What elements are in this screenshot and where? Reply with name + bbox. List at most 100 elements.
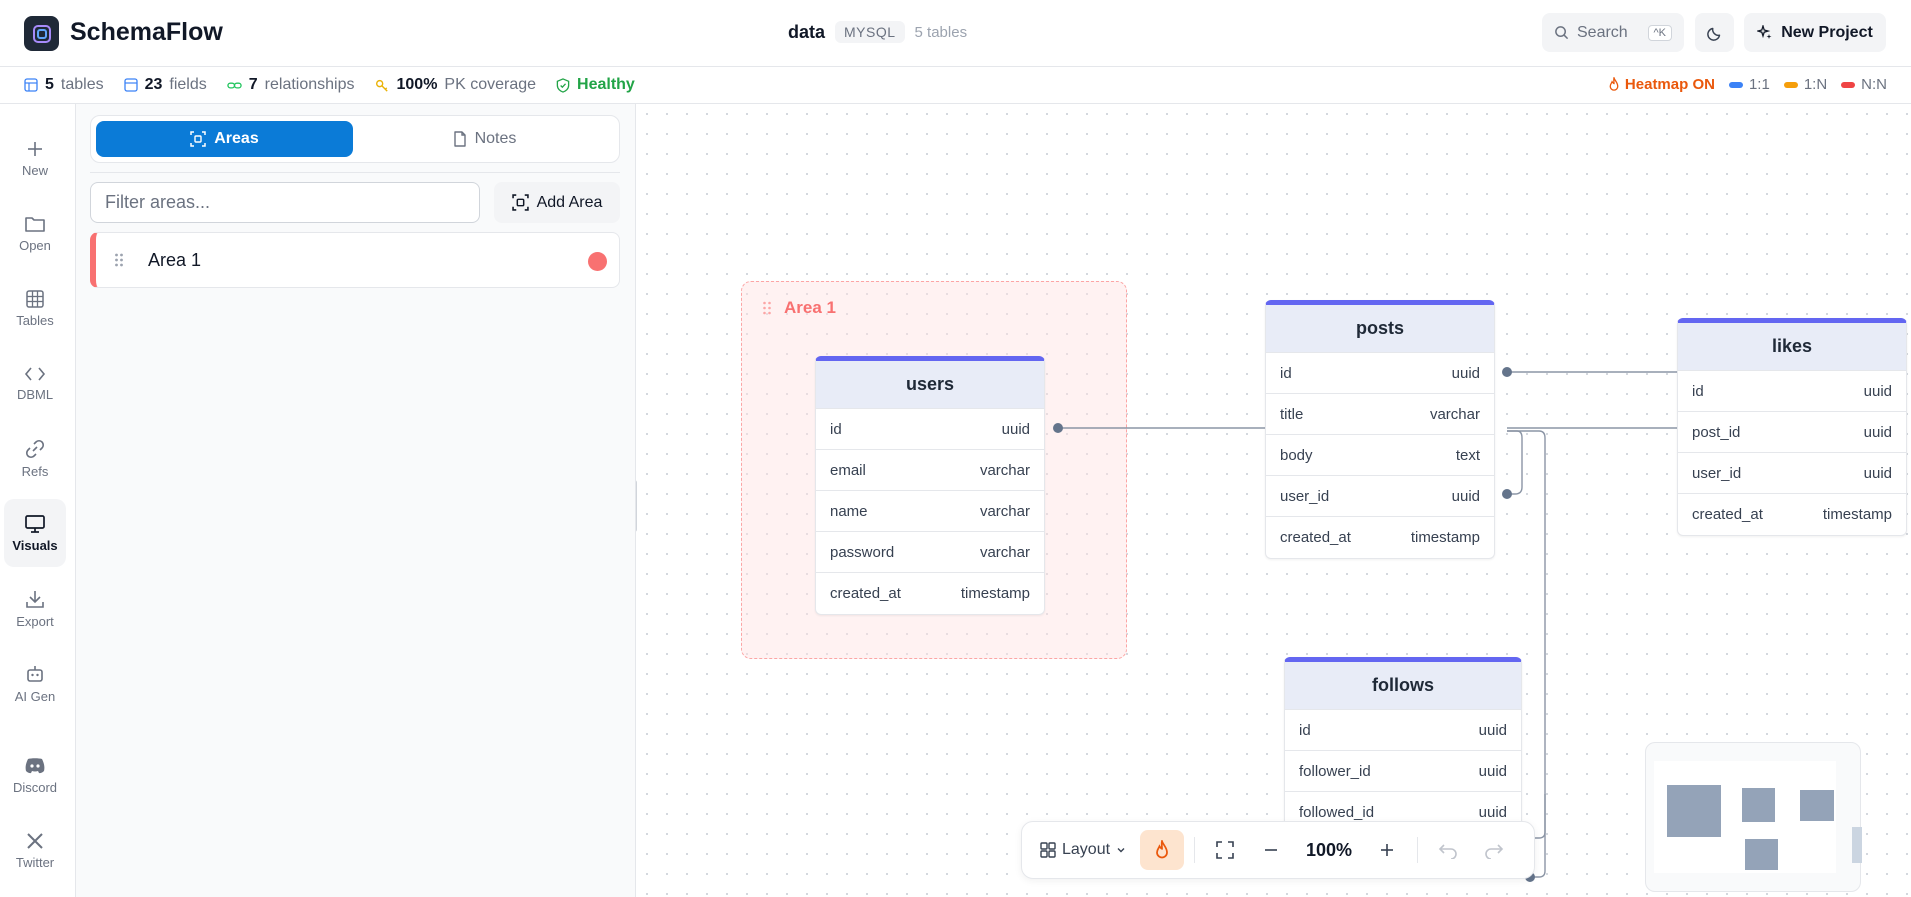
fit-view-button[interactable] <box>1205 830 1245 870</box>
heatmap-toggle-button[interactable] <box>1140 830 1185 870</box>
stat-tables-label: tables <box>60 76 104 93</box>
project-name[interactable]: data <box>788 21 826 42</box>
rail-label-twitter: Twitter <box>15 854 55 870</box>
field-name: body <box>1280 446 1313 464</box>
heatmap-status[interactable]: Heatmap ON <box>1608 76 1715 93</box>
legend-item-1-1: 1:1 <box>1728 76 1770 93</box>
minimap-viewport[interactable] <box>1654 761 1836 873</box>
heatmap-label: Heatmap ON <box>1624 76 1715 93</box>
redo-button[interactable] <box>1474 830 1514 870</box>
discord-icon <box>25 757 45 773</box>
redo-icon <box>1485 844 1504 859</box>
flame-icon <box>1156 840 1168 859</box>
field-type: uuid <box>1863 382 1892 400</box>
monitor-icon <box>25 514 45 533</box>
code-icon <box>24 366 46 381</box>
rail-label-ai-gen: AI Gen <box>14 688 56 704</box>
field-type: varchar <box>1429 405 1480 423</box>
legend-item-1-n: 1:N <box>1783 76 1827 93</box>
rail-item-visuals[interactable]: Visuals <box>4 499 66 567</box>
robot-icon <box>27 665 43 682</box>
grid-icon <box>26 289 44 308</box>
minimap[interactable] <box>1645 742 1862 892</box>
legend-swatch-n-n <box>1841 81 1856 88</box>
stat-relationships: 7 relationships <box>227 76 355 94</box>
zoom-level[interactable]: 100% <box>1306 839 1353 860</box>
table-name[interactable]: users <box>816 361 1044 409</box>
rail-item-export[interactable]: Export <box>4 574 66 642</box>
table-name[interactable]: posts <box>1266 305 1494 353</box>
fullscreen-icon <box>1216 841 1234 859</box>
rail-item-ai-gen[interactable]: AI Gen <box>4 649 66 717</box>
undo-icon <box>1438 844 1457 859</box>
tab-notes-label: Notes <box>474 130 517 147</box>
area-color-swatch[interactable] <box>588 252 607 271</box>
drag-handle-icon[interactable] <box>114 252 124 268</box>
rail-item-refs[interactable]: Refs <box>4 424 66 492</box>
rail-item-new[interactable]: New <box>4 124 66 192</box>
plus-icon <box>1381 844 1394 856</box>
rel-endpoint-many <box>1502 489 1512 499</box>
search-shortcut: ^K <box>1647 24 1672 41</box>
zoom-out-button[interactable] <box>1251 830 1291 870</box>
stat-tables-value: 5 <box>45 76 54 93</box>
area-region-label[interactable]: Area 1 <box>762 298 836 318</box>
field-type: text <box>1455 446 1480 464</box>
app-logo[interactable] <box>24 16 59 51</box>
fields-icon <box>123 78 138 92</box>
rail-item-open[interactable]: Open <box>4 199 66 267</box>
legend-label-n-n: N:N <box>1861 76 1887 93</box>
tab-areas[interactable]: Areas <box>96 121 353 157</box>
undo-button[interactable] <box>1428 830 1468 870</box>
rail-label-tables: Tables <box>16 312 54 328</box>
drag-handle-icon[interactable] <box>762 300 772 316</box>
new-project-button[interactable]: New Project <box>1744 13 1886 52</box>
tab-notes[interactable]: Notes <box>356 121 613 157</box>
layout-dropdown[interactable]: Layout <box>1032 830 1134 870</box>
table-name[interactable]: follows <box>1285 662 1521 710</box>
rail-item-discord[interactable]: Discord <box>4 741 66 809</box>
rail-label-discord: Discord <box>12 779 58 795</box>
search-button[interactable]: Search ^K <box>1542 13 1684 52</box>
rail-item-dbml[interactable]: DBML <box>4 349 66 417</box>
zoom-in-button[interactable] <box>1367 830 1407 870</box>
area-list-item[interactable]: Area 1 <box>90 232 620 288</box>
field-type: uuid <box>1001 420 1030 438</box>
rail-item-twitter[interactable]: Twitter <box>4 816 66 884</box>
rail-label-export: Export <box>16 613 54 629</box>
area-select-icon <box>511 194 529 211</box>
field-name: id <box>1299 721 1311 739</box>
db-type-badge: MYSQL <box>835 21 905 43</box>
filter-areas-input[interactable] <box>90 182 480 223</box>
rail-item-tables[interactable]: Tables <box>4 274 66 342</box>
table-field[interactable]: body text <box>1266 435 1494 476</box>
theme-toggle-button[interactable] <box>1695 13 1734 52</box>
table-name[interactable]: likes <box>1678 323 1906 371</box>
add-area-button[interactable]: Add Area <box>494 182 620 223</box>
toolbar-divider <box>1417 837 1419 863</box>
area-list-name: Area 1 <box>148 249 202 270</box>
add-area-label: Add Area <box>536 193 603 211</box>
field-name: user_id <box>1692 464 1742 482</box>
